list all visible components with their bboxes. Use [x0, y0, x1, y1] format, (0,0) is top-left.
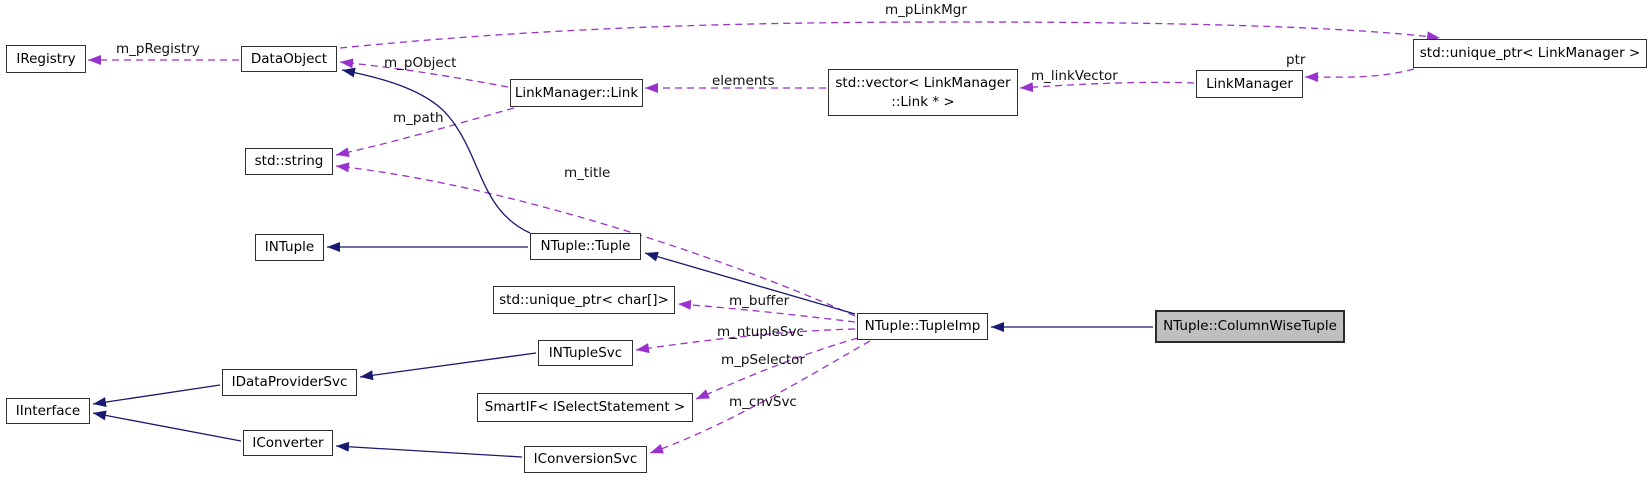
edge-label-m-ntuplesvc: m_ntupleSvc — [717, 324, 804, 340]
class-node-smartif-iselectstatement[interactable]: SmartIF< ISelectStatement > — [477, 393, 693, 422]
edge-m-linkvector — [1019, 81, 1195, 93]
class-node-linkmanager-link[interactable]: LinkManager::Link — [510, 79, 643, 107]
class-node-idataprovidersvc[interactable]: IDataProviderSvc — [222, 369, 357, 396]
class-node-intuplesvc[interactable]: INTupleSvc — [538, 340, 633, 366]
edge-label-m-buffer: m_buffer — [729, 293, 790, 309]
class-node-intuple[interactable]: INTuple — [255, 234, 324, 261]
edge-label-ptr: ptr — [1286, 52, 1306, 68]
edge-label-m-plinkmgr: m_pLinkMgr — [885, 2, 967, 18]
edge-label-m-pregistry: m_pRegistry — [116, 41, 200, 57]
edge-iconverter-iinterface — [92, 410, 242, 442]
edge-label-m-path: m_path — [393, 110, 444, 126]
edge-ptr — [1304, 68, 1415, 83]
edge-m-buffer — [677, 299, 856, 323]
edge-iconversionsvc-iconverter — [335, 441, 523, 458]
class-node-linkmanager[interactable]: LinkManager — [1196, 70, 1303, 98]
class-node-unique-ptr-char[interactable]: std::unique_ptr< char[]> — [493, 286, 675, 314]
class-node-std-string[interactable]: std::string — [245, 148, 333, 175]
class-node-iconversionsvc[interactable]: IConversionSvc — [524, 446, 647, 473]
edge-m-pobject — [339, 58, 509, 88]
class-node-ntuple-tuple[interactable]: NTuple::Tuple — [530, 233, 641, 260]
edge-m-pselector — [695, 337, 859, 400]
class-node-vector-linkmanager-link[interactable]: std::vector< LinkManager ::Link * > — [828, 69, 1018, 116]
edge-label-m-pselector: m_pSelector — [721, 352, 805, 368]
class-node-iregistry[interactable]: IRegistry — [6, 45, 86, 73]
edge-m-path — [335, 107, 515, 158]
edge-tupleimp-tuple — [644, 251, 856, 315]
edge-idataprovidersvc-iinterface — [92, 384, 221, 408]
edge-label-elements: elements — [712, 73, 775, 89]
edge-m-cnvsvc — [649, 340, 871, 454]
edge-m-ntuplesvc — [635, 328, 856, 354]
edge-m-plinkmgr — [339, 21, 1441, 49]
class-node-iconverter[interactable]: IConverter — [243, 430, 333, 456]
class-node-ntuple-columnwisetuple: NTuple::ColumnWiseTuple — [1155, 310, 1345, 343]
edge-label-m-linkvector: m_linkVector — [1031, 68, 1118, 84]
class-node-ntuple-tupleimp[interactable]: NTuple::TupleImp — [857, 313, 988, 340]
edge-label-m-cnvsvc: m_cnvSvc — [729, 394, 797, 410]
edge-tuple-dataobject — [341, 67, 531, 234]
edge-label-m-pobject: m_pObject — [384, 55, 457, 71]
class-node-iinterface[interactable]: IInterface — [6, 398, 90, 424]
class-node-unique-ptr-linkmanager[interactable]: std::unique_ptr< LinkManager > — [1413, 39, 1647, 68]
edge-m-title — [335, 162, 856, 317]
edge-label-m-title: m_title — [564, 165, 611, 181]
class-node-dataobject[interactable]: DataObject — [241, 46, 337, 72]
edge-intuplesvc-idataprovidersvc — [359, 352, 537, 381]
